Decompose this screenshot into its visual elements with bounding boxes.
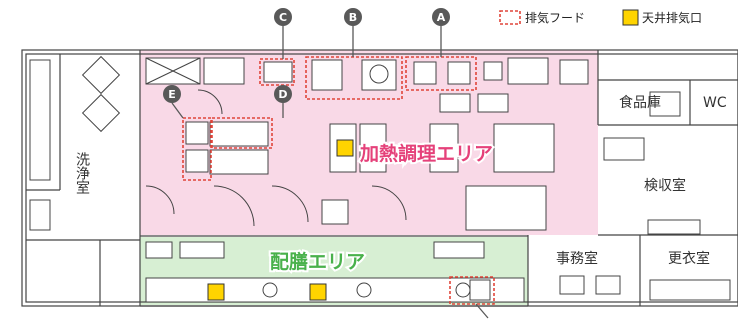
serving-area-label: 配膳エリア (270, 250, 365, 273)
room-food-storage: 食品庫 (619, 94, 661, 111)
hood-c (259, 58, 295, 86)
marker-e: E (163, 85, 181, 103)
legend-hood-label: 排気フード (525, 10, 585, 25)
marker-b-label: B (349, 11, 357, 24)
legend-ceiling-swatch (622, 9, 639, 26)
ceiling-exhausts (207, 139, 354, 301)
walls (21, 49, 738, 307)
cooking-area-label: 加熱調理エリア (359, 142, 493, 165)
marker-d: D (274, 85, 292, 103)
legend-ceiling-label: 天井排気口 (642, 10, 702, 25)
marker-leaders (171, 26, 489, 319)
room-changing: 更衣室 (668, 250, 710, 267)
hood-b (305, 56, 403, 100)
marker-a: A (432, 8, 450, 26)
marker-a-label: A (437, 11, 446, 24)
room-office: 事務室 (556, 250, 598, 267)
marker-c-label: C (279, 11, 287, 24)
marker-e-label: E (168, 88, 176, 101)
room-washing: 洗浄室 (74, 152, 90, 194)
legend: 排気フード 天井排気口 (499, 9, 702, 26)
marker-d-label: D (278, 88, 287, 101)
hood-d (211, 117, 273, 149)
room-inspection: 検収室 (644, 177, 686, 194)
room-wc: WC (703, 95, 727, 111)
hood-serving (449, 276, 495, 305)
marker-b: B (344, 8, 362, 26)
legend-hood-swatch (499, 10, 521, 25)
marker-c: C (274, 8, 292, 26)
